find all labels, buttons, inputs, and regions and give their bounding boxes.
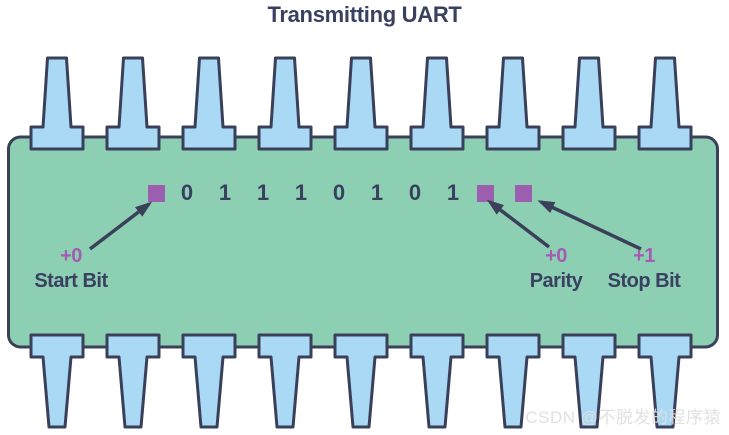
parity-bit-arrow — [486, 199, 551, 249]
pin-bottom — [409, 333, 465, 429]
watermark: CSDN @不脱发的程序猿 — [525, 408, 721, 427]
start-bit-offset: +0 — [60, 245, 82, 267]
chip-pins — [29, 56, 693, 429]
pin-bottom — [257, 333, 313, 429]
pin-bottom — [105, 333, 161, 429]
pin-top — [409, 56, 465, 151]
stop-bit-arrow — [537, 200, 642, 251]
pin-top — [637, 56, 693, 151]
pin-top — [181, 56, 237, 151]
page-title: Transmitting UART — [267, 2, 462, 27]
data-bit: 1 — [218, 180, 232, 205]
start-bit-marker — [148, 185, 165, 202]
pin-top — [29, 56, 85, 151]
data-bit: 1 — [370, 180, 384, 205]
parity-annotation: +0 Parity — [506, 244, 606, 294]
stop-bit-label: Stop Bit — [607, 270, 681, 292]
pin-top — [105, 56, 161, 151]
parity-offset: +0 — [545, 245, 567, 267]
stop-bit-annotation: +1 Stop Bit — [593, 244, 695, 294]
pin-bottom — [561, 333, 617, 429]
data-bit: 0 — [332, 180, 346, 205]
start-bit-label: Start Bit — [34, 270, 108, 292]
data-bit: 1 — [256, 180, 270, 205]
start-bit-arrow — [88, 201, 153, 251]
data-bit: 1 — [446, 180, 460, 205]
pin-bottom — [637, 333, 693, 429]
data-bit: 0 — [180, 180, 194, 205]
pin-bottom — [485, 333, 541, 429]
data-bit: 1 — [294, 180, 308, 205]
stop-bit-marker — [515, 185, 532, 202]
data-bits-row: 0 1 1 1 0 1 0 1 — [168, 181, 472, 205]
pin-bottom — [333, 333, 389, 429]
pin-top — [561, 56, 617, 151]
data-bit: 0 — [408, 180, 422, 205]
parity-bit-marker — [477, 185, 494, 202]
start-bit-annotation: +0 Start Bit — [18, 244, 124, 294]
chip-body — [7, 135, 719, 349]
pin-top — [333, 56, 389, 151]
pin-top — [257, 56, 313, 151]
pin-bottom — [29, 333, 85, 429]
pin-bottom — [181, 333, 237, 429]
parity-label: Parity — [529, 270, 583, 292]
pin-top — [485, 56, 541, 151]
stop-bit-offset: +1 — [633, 245, 655, 267]
